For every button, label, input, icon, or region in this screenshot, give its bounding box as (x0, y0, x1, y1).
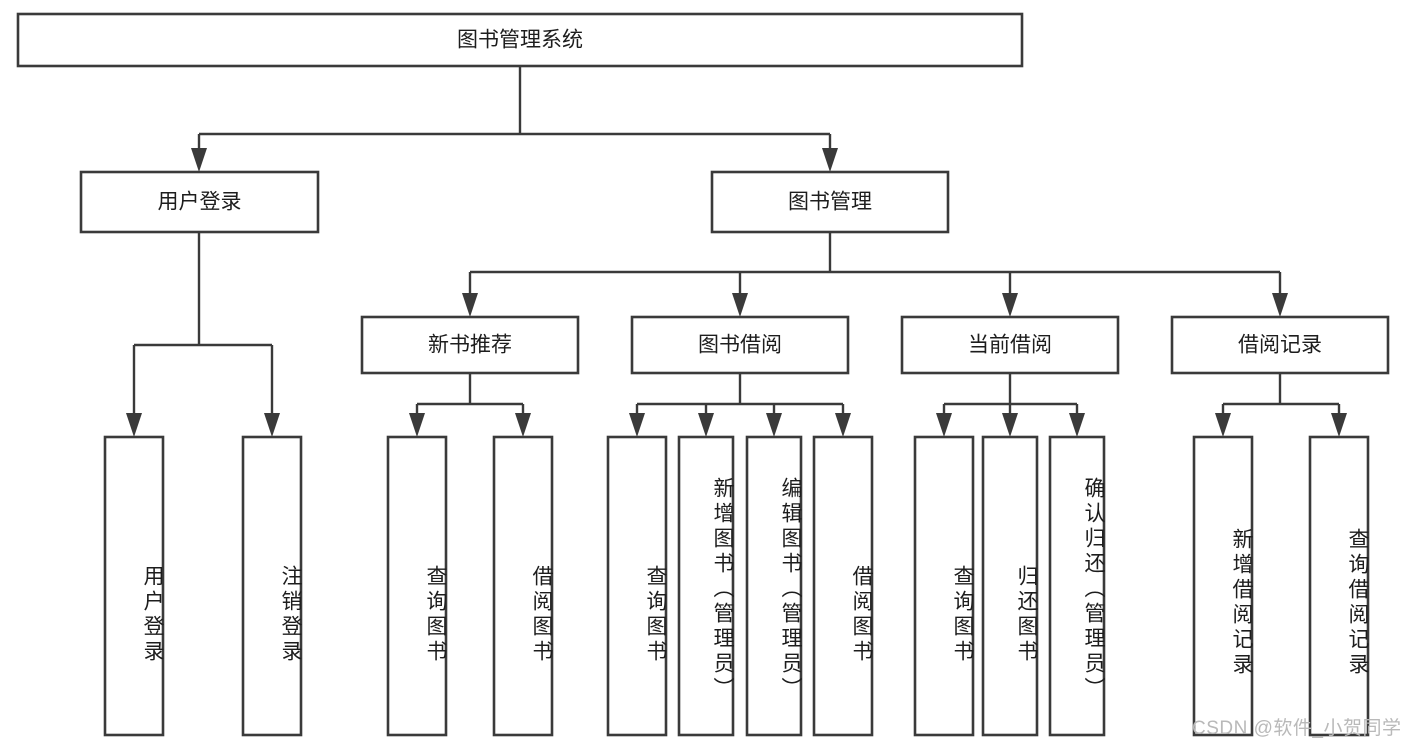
arrow-leaf-edit-book (766, 413, 782, 437)
node-borrow-record-box[interactable] (1170, 315, 1390, 375)
leaf-query-book-3-box[interactable] (913, 435, 975, 737)
leaf-borrow-book-2-box[interactable] (812, 435, 874, 737)
arrow-leaf-query-record (1331, 413, 1347, 437)
arrow-leaf-add-record (1215, 413, 1231, 437)
node-user-login[interactable]: 用户登录 (79, 170, 320, 234)
arrow-leaf-confirm-return (1069, 413, 1085, 437)
leaf-add-record-box[interactable] (1192, 435, 1254, 737)
node-book-borrow[interactable]: 图书借阅 (630, 315, 850, 375)
arrow-leaf-logout-login (264, 413, 280, 437)
connector-group (126, 66, 1347, 437)
node-book-management-label: 图书管理 (788, 191, 872, 214)
node-book-management[interactable]: 图书管理 (710, 170, 950, 234)
leaf-return-book-box[interactable] (981, 435, 1039, 737)
arrow-leaf-borrow-book-1 (515, 413, 531, 437)
node-borrow-record[interactable]: 借阅记录 (1170, 315, 1390, 375)
node-current-borrow-label: 当前借阅 (968, 334, 1052, 357)
leaf-add-book-box[interactable] (677, 435, 735, 737)
arrow-leaf-borrow-book-2 (835, 413, 851, 437)
csdn-watermark: CSDN @软件_小贺同学 (1192, 718, 1402, 739)
node-current-borrow[interactable]: 当前借阅 (900, 315, 1120, 375)
leaf-logout-login-box[interactable] (241, 435, 303, 737)
arrow-to-user-login (191, 148, 207, 172)
leaf-box-group (103, 435, 1370, 737)
node-current-borrow-box[interactable] (900, 315, 1120, 375)
node-new-book-recommend-box[interactable] (360, 315, 580, 375)
node-new-book-recommend-label: 新书推荐 (428, 334, 512, 357)
arrow-to-book-management (822, 148, 838, 172)
node-root[interactable]: 图书管理系统 (16, 12, 1024, 68)
leaf-query-book-1-box[interactable] (386, 435, 448, 737)
node-root-label: 图书管理系统 (457, 29, 583, 52)
leaf-borrow-book-1-box[interactable] (492, 435, 554, 737)
node-root-box[interactable] (16, 12, 1024, 68)
arrow-to-current-borrow (1002, 293, 1018, 317)
node-book-borrow-label: 图书借阅 (698, 334, 782, 357)
arrow-leaf-query-book-1 (409, 413, 425, 437)
arrow-leaf-user-login (126, 413, 142, 437)
arrow-to-borrow-record (1272, 293, 1288, 317)
leaf-user-login-box[interactable] (103, 435, 165, 737)
node-book-management-box[interactable] (710, 170, 950, 234)
leaf-query-record-box[interactable] (1308, 435, 1370, 737)
arrow-to-new-book (462, 293, 478, 317)
arrow-leaf-return-book (1002, 413, 1018, 437)
arrow-leaf-query-book-3 (936, 413, 952, 437)
node-user-login-box[interactable] (79, 170, 320, 234)
node-book-borrow-box[interactable] (630, 315, 850, 375)
node-new-book-recommend[interactable]: 新书推荐 (360, 315, 580, 375)
arrow-to-book-borrow (732, 293, 748, 317)
leaf-confirm-return-box[interactable] (1048, 435, 1106, 737)
node-user-login-label: 用户登录 (158, 191, 242, 214)
node-borrow-record-label: 借阅记录 (1238, 334, 1322, 357)
arrow-leaf-query-book-2 (629, 413, 645, 437)
arrow-leaf-add-book (698, 413, 714, 437)
leaf-query-book-2-box[interactable] (606, 435, 668, 737)
leaf-edit-book-box[interactable] (745, 435, 803, 737)
